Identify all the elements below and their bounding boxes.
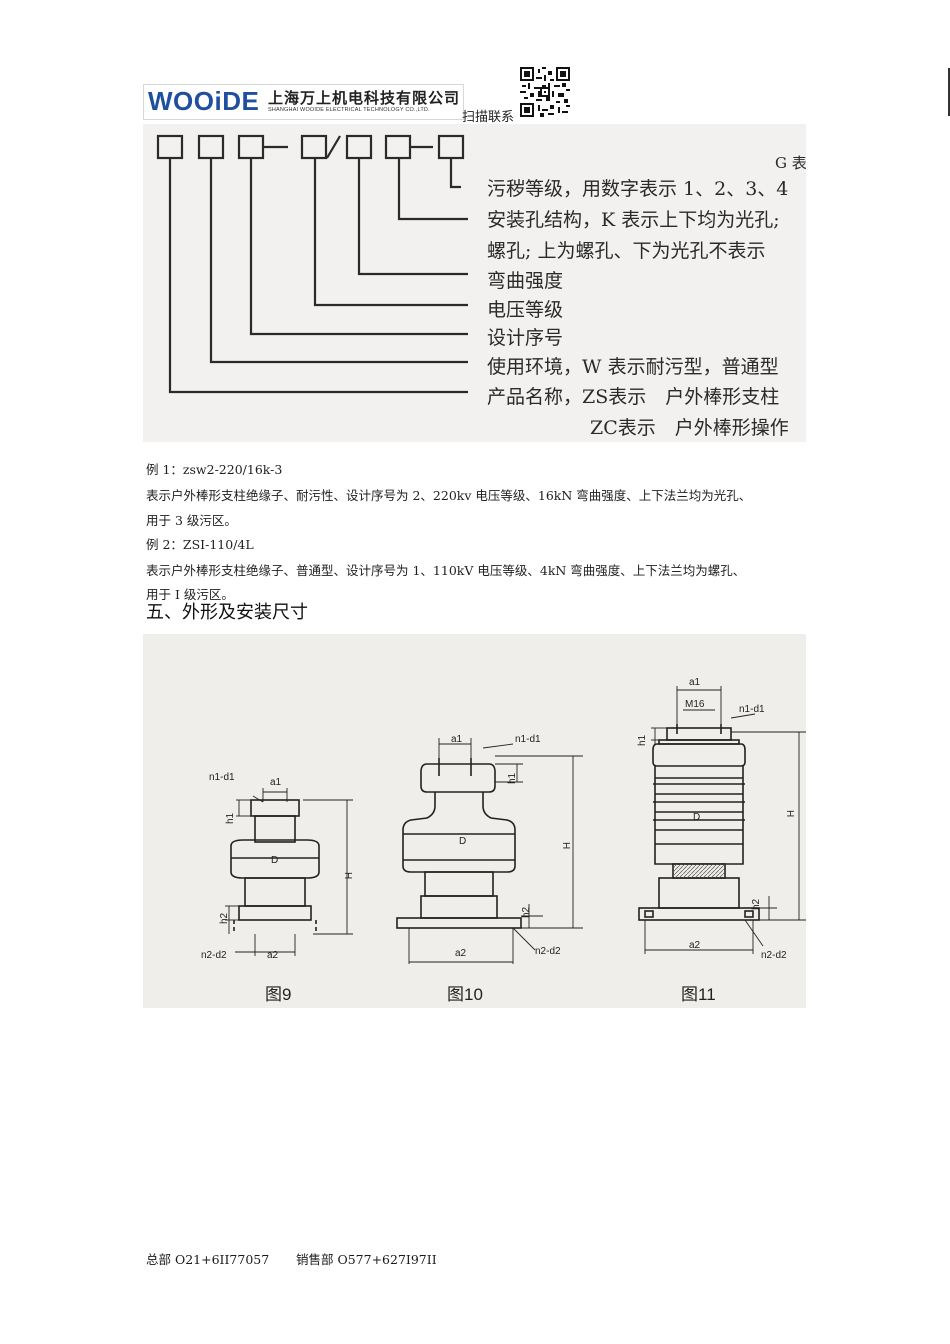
code-corner-mark: G 表 xyxy=(775,154,806,172)
fig10-label-a2: a2 xyxy=(455,948,467,959)
fig11-label-M16: M16 xyxy=(685,699,705,710)
qr-code-icon xyxy=(520,67,570,117)
example-1-line-1: 表示户外棒形支柱绝缘子、耐污性、设计序号为 2、220kv 电压等级、16kN … xyxy=(146,488,752,503)
code-label-mounting-hole-cont: 螺孔; 上为螺孔、下为光孔不表示 xyxy=(487,240,766,262)
logo-company-name-cn: 上海万上机电科技有限公司 xyxy=(268,89,461,107)
code-label-product-name: 产品名称，ZS表示 户外棒形支柱 xyxy=(487,386,780,408)
example-2-line-1: 表示户外棒形支柱绝缘子、普通型、设计序号为 1、110kV 电压等级、4kN 弯… xyxy=(146,563,746,578)
code-label-product-name-zc: ZC表示 户外棒形操作 xyxy=(590,417,789,439)
example-1-line-2: 用于 3 级污区。 xyxy=(146,513,237,528)
fig9-label-n1-d1: n1-d1 xyxy=(209,772,235,783)
fig9-label-a2: a2 xyxy=(267,950,279,961)
footer-headquarters-phone: 总部 O21+6II77057 xyxy=(146,1252,270,1267)
code-label-environment: 使用环境，W 表示耐污型，普通型 xyxy=(487,356,779,378)
fig11-label-a2: a2 xyxy=(689,940,701,951)
code-label-bending-strength: 弯曲强度 xyxy=(487,270,564,292)
model-code-tree xyxy=(156,134,468,394)
fig11-label-H: H xyxy=(784,810,795,817)
fig10-label-n2-d2: n2-d2 xyxy=(535,946,561,957)
page-edge-mark xyxy=(948,68,950,116)
code-label-mounting-hole: 安装孔结构，K 表示上下均为光孔; xyxy=(487,209,780,231)
code-label-voltage-level: 电压等级 xyxy=(487,299,564,321)
fig9-label-H: H xyxy=(342,872,353,879)
figure-10-insulator xyxy=(396,758,522,929)
fig9-label-h1: h1 xyxy=(225,812,236,824)
example-2-title: 例 2：ZSI-110/4L xyxy=(146,537,254,552)
code-label-design-number: 设计序号 xyxy=(487,327,564,349)
dimension-drawings: n1-d1 a1 h1 D H h2 n2-d2 a2 图9 a1 xyxy=(143,634,806,1008)
fig11-hatch xyxy=(673,864,725,878)
fig10-label-h1: h1 xyxy=(507,772,518,784)
fig11-label-n1-d1: n1-d1 xyxy=(739,704,765,715)
code-label-pollution-level: 污秽等级，用数字表示 1、2、3、4 xyxy=(487,178,789,200)
fig11-label-a1: a1 xyxy=(689,677,701,688)
fig10-caption: 图10 xyxy=(447,985,483,1004)
fig11-label-n2-d2: n2-d2 xyxy=(761,950,787,961)
fig10-label-a1: a1 xyxy=(451,734,463,745)
company-logo: WOOiDE 上海万上机电科技有限公司 SHANGHAI WOOIDE ELEC… xyxy=(143,84,464,120)
fig9-label-a1: a1 xyxy=(270,777,282,788)
dimension-drawings-svg: n1-d1 a1 h1 D H h2 n2-d2 a2 图9 a1 xyxy=(201,677,806,1004)
example-1-title: 例 1：zsw2-220/16k-3 xyxy=(146,462,283,477)
fig9-label-h2: h2 xyxy=(219,912,230,924)
logo-wordmark: WOOiDE xyxy=(148,86,260,116)
fig11-caption: 图11 xyxy=(681,985,716,1004)
fig11-label-h2: h2 xyxy=(751,898,762,910)
footer-sales-phone: 销售部 O577+627I97II xyxy=(296,1252,437,1267)
section-title-dimensions: 五、外形及安装尺寸 xyxy=(146,602,308,623)
fig10-label-h2: h2 xyxy=(521,906,532,918)
fig11-label-D: D xyxy=(693,812,700,823)
model-code-figure: G 表 污秽等级，用数字表示 1、2、3、4 安装孔结构，K 表示上下均为光孔;… xyxy=(143,124,806,442)
example-2-line-2: 用于 I 级污区。 xyxy=(146,587,234,602)
scan-contact-label: 扫描联系 xyxy=(462,110,515,125)
fig9-label-D: D xyxy=(271,855,278,866)
logo-company-name-en: SHANGHAI WOOIDE ELECTRICAL TECHNOLOGY CO… xyxy=(268,107,430,113)
fig10-label-H: H xyxy=(560,842,571,849)
figure-9-insulator xyxy=(230,799,320,934)
fig10-label-D: D xyxy=(459,836,466,847)
fig9-caption: 图9 xyxy=(265,985,291,1004)
fig11-label-h1: h1 xyxy=(637,734,648,746)
figure-11-insulator xyxy=(638,724,760,921)
fig10-label-n1-d1: n1-d1 xyxy=(515,734,541,745)
fig9-label-n2-d2: n2-d2 xyxy=(201,950,227,961)
